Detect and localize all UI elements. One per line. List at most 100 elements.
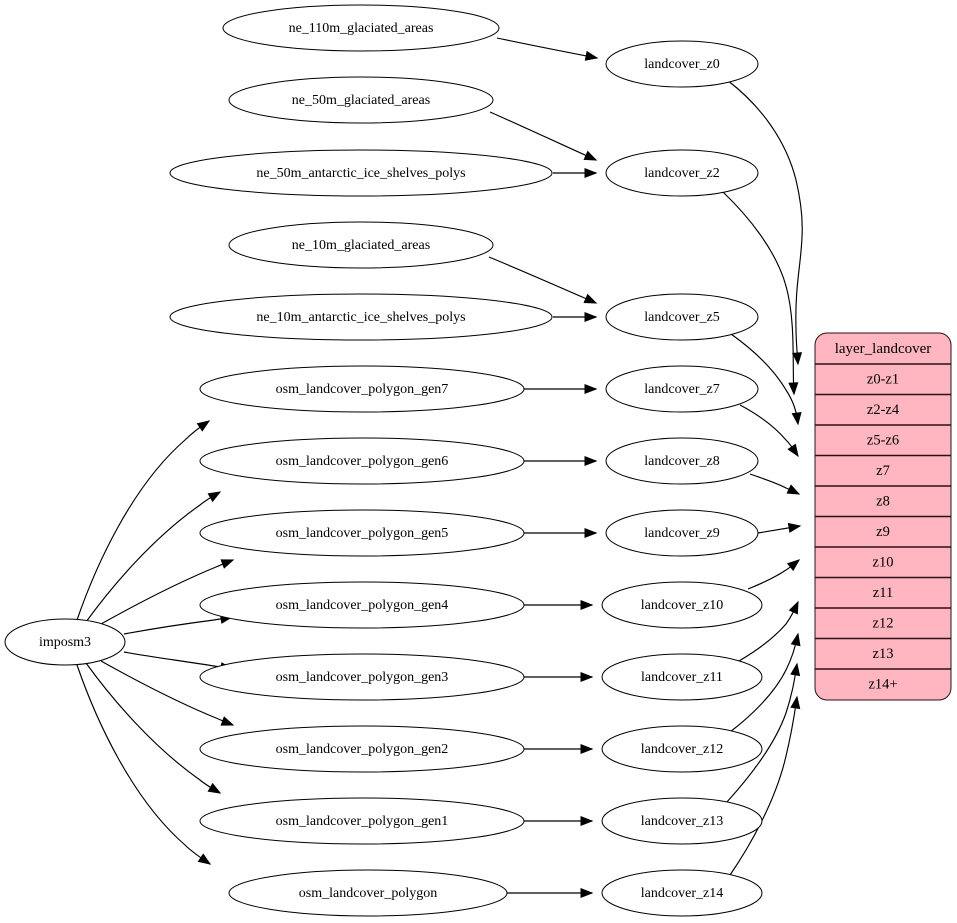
edge-landcover_z9-to-row_z9 <box>757 522 802 534</box>
node-shape-layer <box>601 653 763 701</box>
arrow-head-icon <box>580 599 594 611</box>
arrow-head-icon <box>792 352 803 366</box>
edge-imposm3-to-osm_landcover_polygon_gen7 <box>76 420 211 621</box>
node-osm_landcover_polygon_gen1[interactable]: osm_landcover_polygon_gen1 <box>199 797 525 845</box>
edge-osm_landcover_polygon_gen1-to-landcover_z13 <box>524 815 594 827</box>
node-label: ne_10m_glaciated_areas <box>292 238 430 253</box>
node-landcover_z11[interactable]: landcover_z11 <box>601 653 763 701</box>
node-label: landcover_z0 <box>644 57 719 72</box>
node-ne_110m_glaciated_areas[interactable]: ne_110m_glaciated_areas <box>222 4 500 52</box>
table-row-label: z5-z6 <box>867 433 899 449</box>
table-row-label: z11 <box>873 585 893 601</box>
edge-ne_10m_antarctic_ice_shelves_polys-to-landcover_z5 <box>553 311 598 323</box>
edge-landcover_z7-to-row_z7 <box>739 404 799 458</box>
arrow-head-icon <box>584 167 598 179</box>
edge-landcover_z8-to-row_z8 <box>749 473 801 495</box>
node-landcover_z8[interactable]: landcover_z8 <box>605 437 759 485</box>
node-shape-table <box>222 4 500 52</box>
node-shape-layer <box>605 40 759 88</box>
arrow-head-icon <box>580 887 594 899</box>
node-landcover_z10[interactable]: landcover_z10 <box>601 581 763 629</box>
arrow-head-icon <box>220 559 235 569</box>
node-shape-layer <box>601 797 763 845</box>
edge-landcover_z11-to-row_z11 <box>738 600 799 662</box>
node-label: osm_landcover_polygon_gen3 <box>276 670 449 685</box>
node-label: osm_landcover_polygon_gen5 <box>276 526 449 541</box>
node-label: landcover_z14 <box>641 886 723 901</box>
node-shape-layer <box>601 869 763 917</box>
arrow-head-icon <box>786 559 801 572</box>
node-shape-table <box>169 149 553 197</box>
node-osm_landcover_polygon_gen3[interactable]: osm_landcover_polygon_gen3 <box>199 653 525 701</box>
arrow-head-icon <box>207 491 222 503</box>
edges-layer <box>76 37 803 899</box>
arrow-head-icon <box>584 455 598 467</box>
edge-landcover_z12-to-row_z12 <box>729 632 801 733</box>
arrow-head-icon <box>786 484 801 495</box>
edge-landcover_z13-to-row_z13 <box>725 662 801 804</box>
node-osm_landcover_polygon_gen4[interactable]: osm_landcover_polygon_gen4 <box>199 581 525 629</box>
node-shape-layer <box>601 581 763 629</box>
node-label: ne_50m_glaciated_areas <box>292 93 430 108</box>
node-landcover_z0[interactable]: landcover_z0 <box>605 40 759 88</box>
node-label: landcover_z9 <box>644 526 719 541</box>
node-shape-layer <box>605 437 759 485</box>
arrow-head-icon <box>790 695 801 710</box>
layer-landcover-table[interactable]: layer_landcoverz0-z1z2-z4z5-z6z7z8z9z10z… <box>814 332 952 701</box>
node-ne_50m_antarctic_ice_shelves_polys[interactable]: ne_50m_antarctic_ice_shelves_polys <box>169 149 553 197</box>
arrow-head-icon <box>580 815 594 827</box>
node-osm_landcover_polygon_gen7[interactable]: osm_landcover_polygon_gen7 <box>199 365 525 413</box>
arrow-head-icon <box>207 782 222 794</box>
table-header-label: layer_landcover <box>835 341 932 357</box>
table-row-label: z0-z1 <box>867 372 899 388</box>
node-osm_landcover_polygon_gen2[interactable]: osm_landcover_polygon_gen2 <box>199 725 525 773</box>
edge-landcover_z0-to-row_z0-z1 <box>726 79 803 366</box>
arrow-head-icon <box>580 671 594 683</box>
table-row-label: z8 <box>876 494 890 510</box>
edge-landcover_z2-to-row_z2-z4 <box>722 191 799 396</box>
arrow-head-icon <box>583 150 598 161</box>
edge-ne_50m_antarctic_ice_shelves_polys-to-landcover_z2 <box>553 167 598 179</box>
edge-osm_landcover_polygon_gen6-to-landcover_z8 <box>524 455 598 467</box>
node-label: osm_landcover_polygon_gen2 <box>276 742 449 757</box>
node-label: osm_landcover_polygon_gen7 <box>276 382 449 397</box>
node-shape-layer <box>605 365 759 413</box>
nodes-layer: imposm3 ne_110m_glaciated_areas ne_50m_gla… <box>4 4 763 917</box>
node-landcover_z2[interactable]: landcover_z2 <box>605 149 759 197</box>
node-shape-table <box>199 437 525 485</box>
node-label: osm_landcover_polygon_gen4 <box>276 598 449 613</box>
node-landcover_z14[interactable]: landcover_z14 <box>601 869 763 917</box>
edge-osm_landcover_polygon_gen7-to-landcover_z7 <box>524 383 598 395</box>
node-shape-table <box>228 869 508 917</box>
arrow-head-icon <box>791 411 802 426</box>
node-landcover_z7[interactable]: landcover_z7 <box>605 365 759 413</box>
edge-landcover_z5-to-row_z5-z6 <box>730 333 802 426</box>
node-landcover_z12[interactable]: landcover_z12 <box>601 725 763 773</box>
node-label: landcover_z12 <box>641 742 723 757</box>
edge-imposm3-to-osm_landcover_polygon <box>76 664 212 865</box>
arrow-head-icon <box>584 50 599 61</box>
node-ne_10m_antarctic_ice_shelves_polys[interactable]: ne_10m_antarctic_ice_shelves_polys <box>169 293 553 341</box>
edge-osm_landcover_polygon_gen5-to-landcover_z9 <box>524 527 598 539</box>
node-landcover_z9[interactable]: landcover_z9 <box>605 509 759 557</box>
node-landcover_z13[interactable]: landcover_z13 <box>601 797 763 845</box>
edge-osm_landcover_polygon_gen4-to-landcover_z10 <box>524 599 594 611</box>
node-label: landcover_z10 <box>641 598 723 613</box>
node-landcover_z5[interactable]: landcover_z5 <box>605 293 759 341</box>
node-label: ne_110m_glaciated_areas <box>289 21 434 36</box>
node-ne_50m_glaciated_areas[interactable]: ne_50m_glaciated_areas <box>228 76 494 124</box>
arrow-head-icon <box>787 522 802 533</box>
node-osm_landcover_polygon_gen6[interactable]: osm_landcover_polygon_gen6 <box>199 437 525 485</box>
arrow-head-icon <box>790 632 801 647</box>
node-ne_10m_glaciated_areas[interactable]: ne_10m_glaciated_areas <box>228 221 494 269</box>
edge-osm_landcover_polygon_gen2-to-landcover_z12 <box>524 743 594 755</box>
node-label: landcover_z8 <box>644 454 719 469</box>
arrow-head-icon <box>584 383 598 395</box>
node-osm_landcover_polygon[interactable]: osm_landcover_polygon <box>228 869 508 917</box>
node-label: landcover_z11 <box>641 670 723 685</box>
edge-landcover_z14-to-row_z14+ <box>729 695 801 876</box>
node-osm_landcover_polygon_gen5[interactable]: osm_landcover_polygon_gen5 <box>199 509 525 557</box>
edge-osm_landcover_polygon_gen3-to-landcover_z11 <box>524 671 594 683</box>
node-imposm3[interactable]: imposm3 <box>4 618 126 666</box>
node-shape-table <box>199 509 525 557</box>
